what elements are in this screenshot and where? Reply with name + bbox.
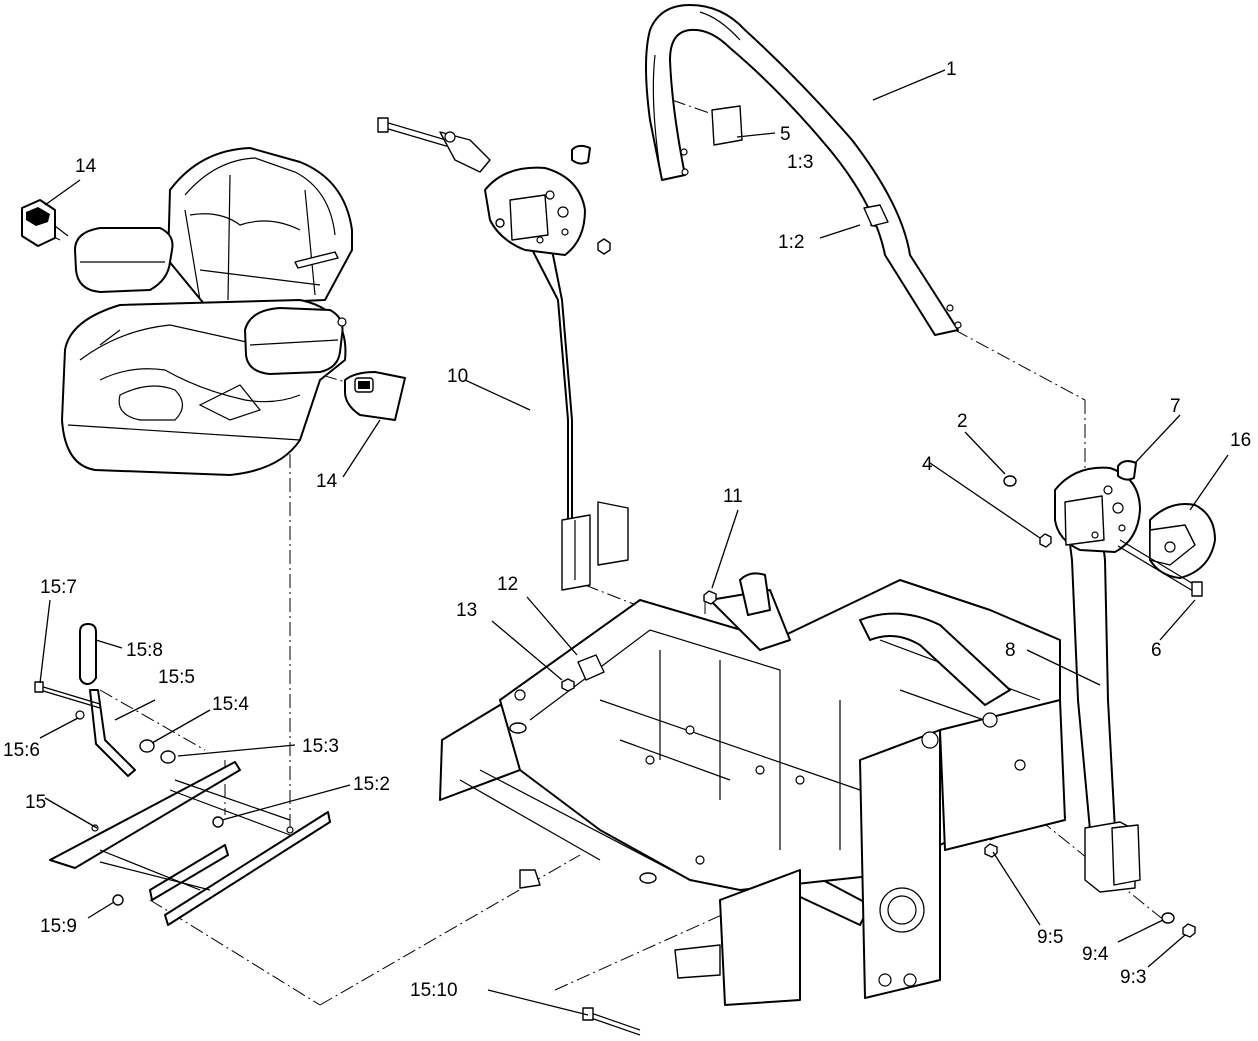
callout-labels: 1 2 4 5 6 7 8 10 11 12 13 14 14 15 16 1:… [3, 59, 1251, 1001]
callout-7: 7 [1170, 396, 1181, 417]
leader-lines [39, 69, 1229, 1016]
callout-1-2: 1:2 [778, 232, 804, 253]
callout-8: 8 [1005, 640, 1016, 661]
seat-mount-assembly [34, 623, 331, 926]
roll-bar [645, 4, 962, 336]
callout-15-4: 15:4 [212, 694, 249, 715]
callout-9-3: 9:3 [1120, 967, 1146, 988]
callout-14-right: 14 [316, 471, 338, 492]
callout-9-5: 9:5 [1037, 927, 1063, 948]
callout-15-8: 15:8 [126, 640, 163, 661]
callout-4: 4 [922, 454, 933, 475]
callout-11: 11 [723, 486, 743, 507]
right-rops-post [1003, 460, 1216, 893]
callout-15-2: 15:2 [353, 774, 390, 795]
callout-10: 10 [447, 366, 468, 387]
callout-2: 2 [957, 411, 968, 432]
left-rops-post [377, 117, 629, 591]
callout-5: 5 [780, 124, 791, 145]
callout-13: 13 [456, 600, 477, 621]
callout-15: 15 [25, 792, 46, 813]
callout-15-5: 15:5 [158, 667, 195, 688]
callout-15-10: 15:10 [410, 980, 458, 1001]
callout-9-4: 9:4 [1082, 944, 1109, 965]
seat-assembly [21, 147, 406, 476]
callout-15-6: 15:6 [3, 740, 40, 761]
callout-12: 12 [497, 574, 518, 595]
callout-1-3: 1:3 [787, 152, 813, 173]
chassis-frame [439, 572, 1196, 1036]
callout-14-left: 14 [75, 156, 97, 177]
callout-16: 16 [1230, 430, 1251, 451]
callout-15-7: 15:7 [40, 577, 77, 598]
callout-15-3: 15:3 [302, 736, 339, 757]
callout-1: 1 [946, 59, 957, 80]
callout-15-9: 15:9 [40, 916, 77, 937]
callout-6: 6 [1151, 640, 1162, 661]
